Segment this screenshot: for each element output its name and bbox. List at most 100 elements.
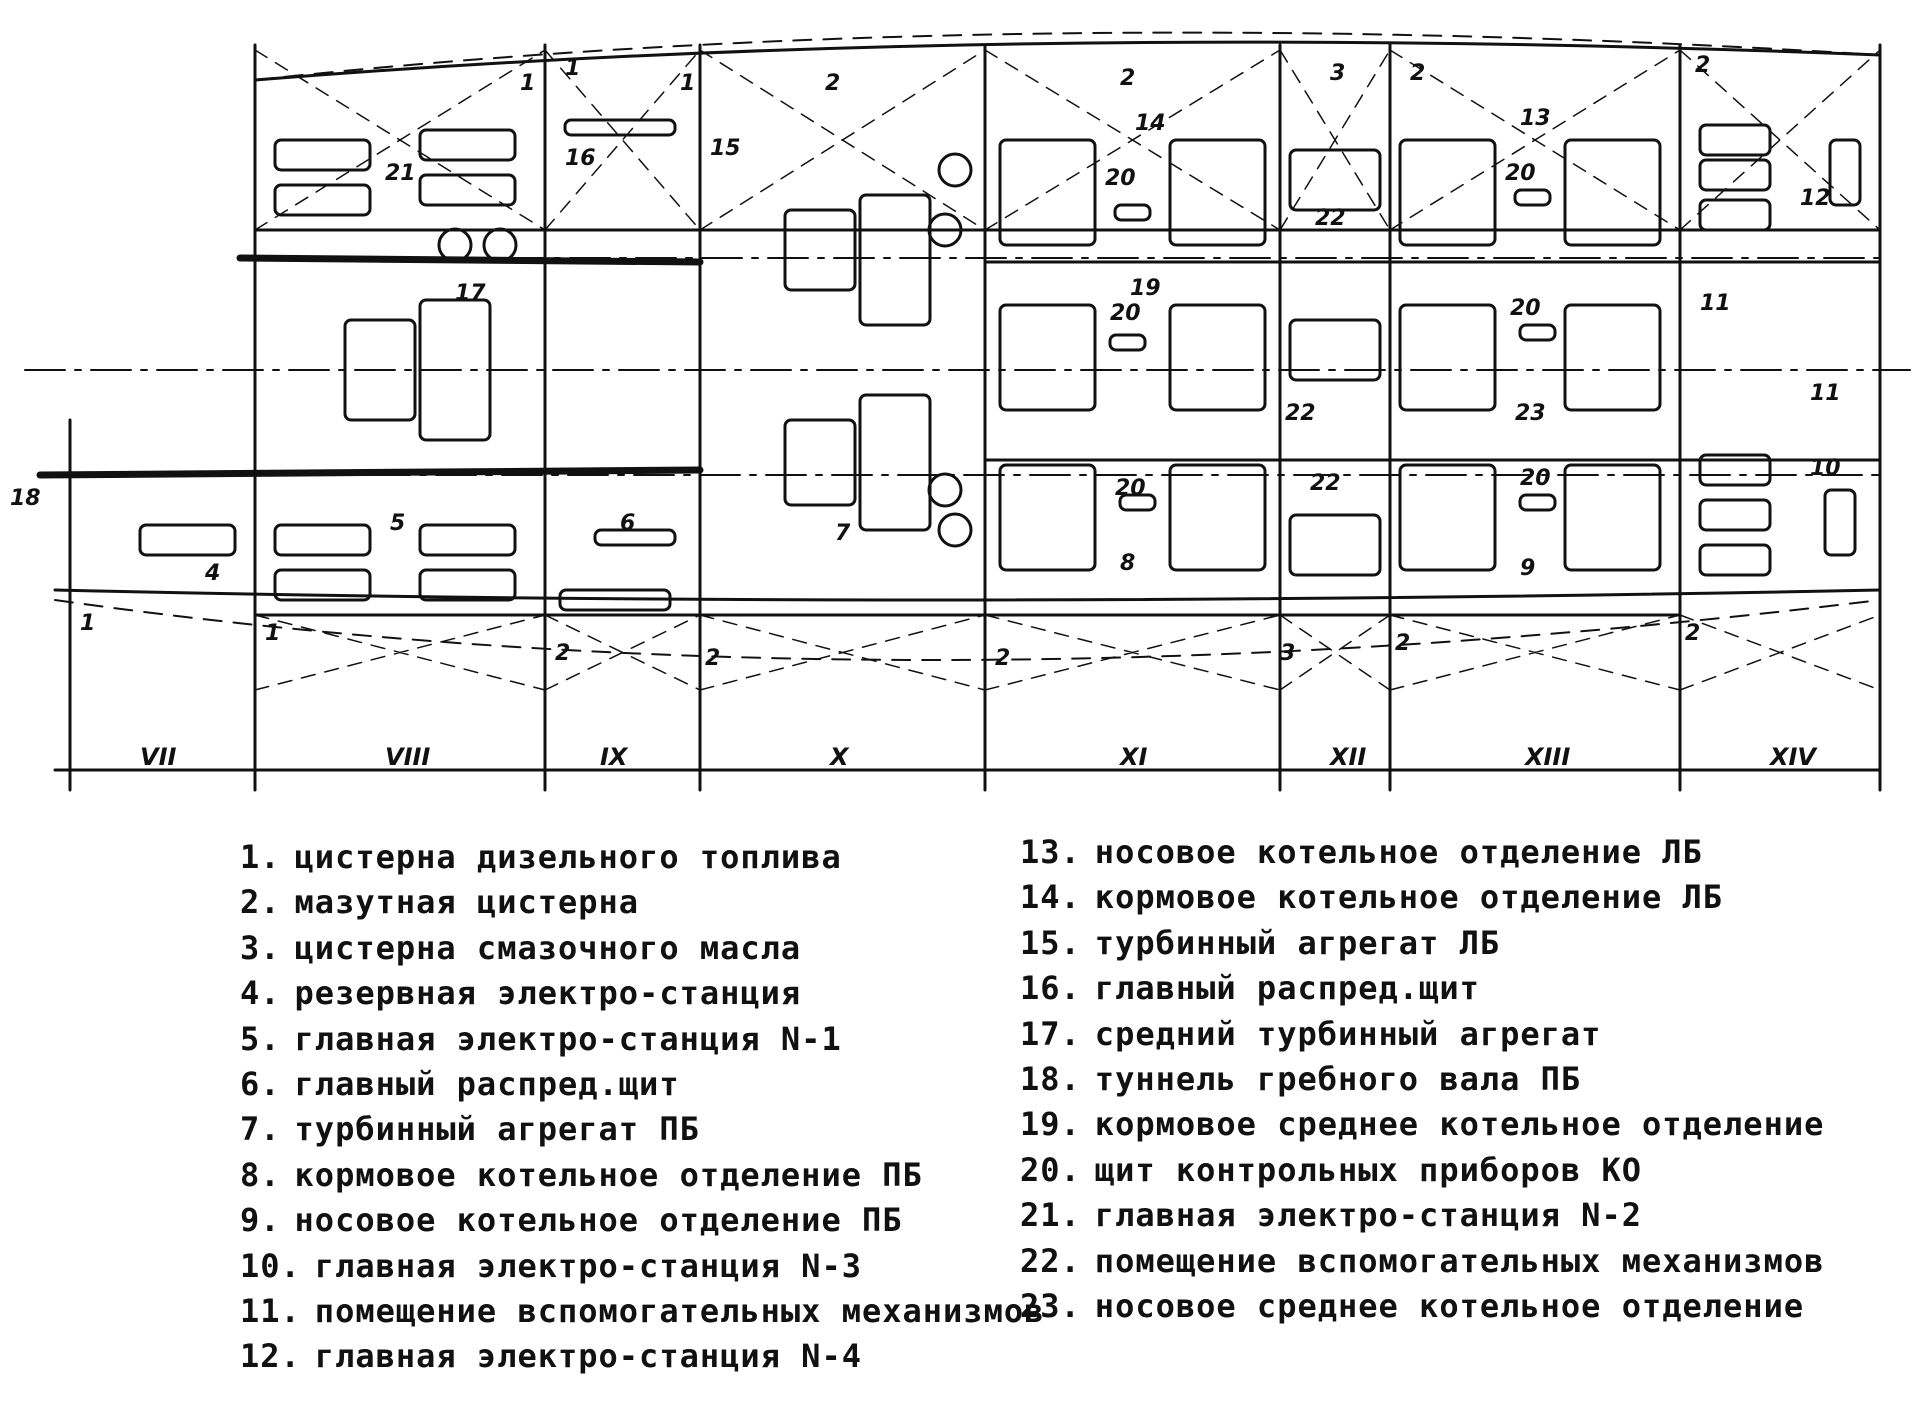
callout-number: 18 <box>10 486 41 511</box>
boiler <box>1398 303 1497 412</box>
legend-item: 6.главный распред.щит <box>240 1065 680 1103</box>
tank-label-top: 2 <box>1410 61 1425 86</box>
callout-number: 21 <box>385 161 416 186</box>
legend-item: 11.помещение вспомогательных механизмов <box>240 1292 1044 1330</box>
legend-item: 15.турбинный агрегат ЛБ <box>1020 924 1500 962</box>
legend-number: 5. <box>240 1019 281 1058</box>
legend-text: турбинный агрегат ЛБ <box>1094 923 1501 962</box>
tank-label-top: 1 <box>565 56 580 81</box>
callout-number: 23 <box>1515 401 1546 426</box>
legend-item: 23.носовое среднее котельное отделение <box>1020 1287 1804 1325</box>
compartment-label: XIV <box>1768 743 1818 771</box>
legend-item: 8. кормовое котельное отделение ПБ <box>240 1156 923 1194</box>
legend-item: 5.главная электро-станция N-1 <box>240 1020 842 1058</box>
compartment-label: X <box>828 743 850 771</box>
legend-number: 2. <box>240 883 281 922</box>
boiler <box>1563 138 1662 247</box>
generator <box>273 183 372 217</box>
boiler <box>998 463 1097 572</box>
legend-text: главная электро-станция N-2 <box>1094 1196 1642 1235</box>
compartment-label: XIII <box>1523 743 1570 771</box>
boiler <box>1563 463 1662 572</box>
tank-label-bottom: 2 <box>555 641 570 666</box>
propeller-shaft-upper <box>236 254 704 266</box>
legend-item: 13. носовое котельное отделение ЛБ <box>1020 833 1703 871</box>
callout-number: 20 <box>1110 301 1141 326</box>
diesel-generator <box>1698 158 1772 192</box>
legend-item: 17.средний турбинный агрегат <box>1020 1015 1601 1053</box>
auxiliary-machinery-block <box>1288 148 1382 212</box>
auxiliary-machinery-block <box>1288 318 1382 382</box>
turbine-casing <box>783 418 857 507</box>
legend-number: 4. <box>240 974 281 1013</box>
pump <box>482 227 518 263</box>
hull-bottom-line <box>53 588 1882 602</box>
callout-number: 15 <box>710 136 741 161</box>
bulkheads <box>68 43 1882 792</box>
legend-item: 12.главная электро-станция N-4 <box>240 1337 862 1375</box>
tank-cross-bottom <box>1389 614 1681 691</box>
legend-text: носовое среднее котельное отделение <box>1094 1287 1805 1325</box>
turbine-casing <box>783 208 857 292</box>
tank-cross-top <box>1279 49 1391 231</box>
legend-text: главная электро-станция N-4 <box>314 1337 862 1376</box>
pump <box>937 152 973 188</box>
legend-text: главный распред.щит <box>1094 969 1480 1008</box>
generator <box>273 138 372 172</box>
legend-text: носовое котельное отделение ЛБ <box>1094 833 1703 871</box>
legend-number: 21. <box>1020 1196 1081 1235</box>
control-panel <box>1113 203 1152 222</box>
boiler <box>1398 138 1497 247</box>
callout-number: 22 <box>1285 401 1316 426</box>
callout-number: 11 <box>1810 381 1841 406</box>
callout-number: 11 <box>1700 291 1731 316</box>
legend-text: помещение вспомогательных механизмов <box>1094 1241 1825 1280</box>
tank-label-top: 1 <box>520 71 535 96</box>
boiler <box>1398 463 1497 572</box>
boiler <box>1563 303 1662 412</box>
legend-text: кормовое котельное отделение ЛБ <box>1094 878 1724 917</box>
callout-number: 13 <box>1520 106 1551 131</box>
legend-item: 10.главная электро-станция N-3 <box>240 1247 862 1285</box>
legend-item: 4. резервная электро-станция <box>240 974 801 1012</box>
tank-cross-bottom <box>1679 614 1881 691</box>
callout-number: 7 <box>835 521 851 546</box>
legend-item: 19.кормовое среднее котельное отделение <box>1020 1105 1824 1143</box>
tank-label-bottom: 2 <box>1685 621 1700 646</box>
legend-item: 2. мазутная цистерна <box>240 883 639 921</box>
switchboard <box>563 118 677 137</box>
tank-label-top: 2 <box>1695 53 1710 78</box>
pump <box>927 472 963 508</box>
tank-label-top: 3 <box>1330 61 1345 86</box>
legend-number: 8. <box>240 1155 281 1194</box>
legend-item: 1.цистерна дизельного топлива <box>240 838 842 876</box>
legend-number: 13. <box>1020 833 1081 871</box>
tank-cross-bottom <box>984 614 1281 691</box>
switchboard <box>593 528 677 547</box>
legend-text: кормовое котельное отделение ПБ <box>294 1155 923 1194</box>
turbine-casing <box>343 318 417 422</box>
generator <box>418 128 517 162</box>
legend-number: 14. <box>1020 878 1081 917</box>
tank-cross-top <box>1389 49 1681 231</box>
legend-text: резервная электро-станция <box>294 974 802 1013</box>
tank-label-top: 2 <box>1120 66 1135 91</box>
callout-number: 14 <box>1135 111 1166 136</box>
tank-label-top: 1 <box>680 71 695 96</box>
diesel-generator <box>1698 543 1772 577</box>
callout-number: 16 <box>565 146 596 171</box>
legend-text: кормовое среднее котельное отделение <box>1094 1105 1825 1144</box>
legend-text: мазутная цистерна <box>294 883 640 922</box>
boiler <box>998 303 1097 412</box>
compartment-label: IX <box>600 743 629 771</box>
legend-number: 1. <box>240 838 281 876</box>
boiler <box>1168 463 1267 572</box>
pump <box>927 212 963 248</box>
legend-text: щит контрольных приборов КО <box>1094 1150 1642 1189</box>
legend-text: турбинный агрегат ПБ <box>294 1110 700 1149</box>
boiler <box>1168 138 1267 247</box>
auxiliary-machinery-block <box>1288 513 1382 577</box>
legend-number: 16. <box>1020 969 1081 1008</box>
outer-hull-dashed-bottom <box>54 599 1881 661</box>
tank-label-bottom: 3 <box>1280 641 1295 666</box>
